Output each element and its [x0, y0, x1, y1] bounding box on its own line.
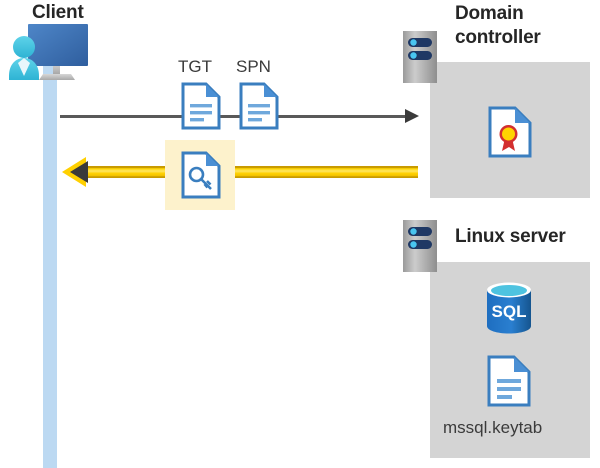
- spn-document-icon: [239, 82, 279, 135]
- request-arrow-line: [60, 115, 408, 118]
- client-lifeline: [43, 66, 57, 468]
- request-arrow-head: [405, 109, 419, 123]
- page-title-linux-server: Linux server: [455, 226, 566, 247]
- tgt-document-icon: [181, 82, 221, 135]
- sql-label: SQL: [492, 302, 527, 321]
- spn-label: SPN: [236, 57, 271, 76]
- linux-server-rack-icon: [402, 219, 438, 278]
- response-arrow-head: [70, 161, 88, 183]
- sql-database-icon: SQL: [483, 281, 535, 340]
- certificate-document-icon: [488, 106, 532, 163]
- domain-controller-server-rack-icon: [402, 30, 438, 89]
- user-with-monitor-icon: [6, 22, 98, 99]
- keytab-document-icon: [487, 355, 531, 412]
- tgt-label: TGT: [178, 57, 212, 76]
- page-title-domain-controller: Domain controller: [455, 3, 541, 48]
- response-arrow-line: [82, 166, 418, 178]
- key-document-icon: [181, 151, 221, 204]
- keytab-filename-label: mssql.keytab: [443, 418, 543, 437]
- page-title-client: Client: [32, 2, 84, 23]
